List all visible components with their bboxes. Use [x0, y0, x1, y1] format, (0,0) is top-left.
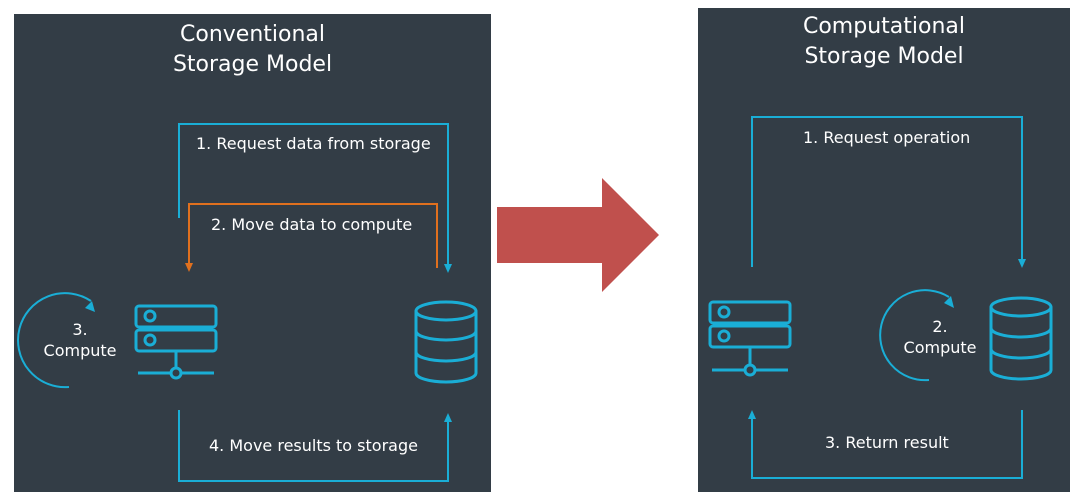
conventional-step4-label: 4. Move results to storage: [209, 436, 418, 455]
conventional-panel: Conventional Storage Model 1. Request da…: [14, 14, 491, 492]
computational-panel: Computational Storage Model 1. Request o…: [698, 8, 1070, 492]
computational-step2-number: 2.: [932, 317, 948, 336]
computational-step2-label: 2. Compute: [895, 316, 985, 358]
conventional-title: Conventional Storage Model: [14, 20, 491, 80]
conventional-step3-number: 3.: [72, 320, 88, 339]
computational-step3-label: 3. Return result: [825, 433, 949, 452]
conventional-title-line2: Storage Model: [172, 52, 333, 77]
right-arrow-icon: [497, 178, 659, 292]
computational-title-line2: Storage Model: [804, 44, 964, 69]
computational-title: Computational Storage Model: [698, 12, 1070, 72]
conventional-step3-text: Compute: [43, 341, 117, 360]
computational-step1-label: 1. Request operation: [803, 128, 971, 147]
computational-step2-text: Compute: [903, 338, 977, 357]
computational-title-line1: Computational: [802, 14, 965, 39]
conventional-step2-label: 2. Move data to compute: [211, 215, 413, 234]
conventional-step3-label: 3. Compute: [35, 319, 125, 361]
conventional-title-line1: Conventional: [180, 22, 325, 47]
conventional-step1-label: 1. Request data from storage: [196, 134, 431, 153]
